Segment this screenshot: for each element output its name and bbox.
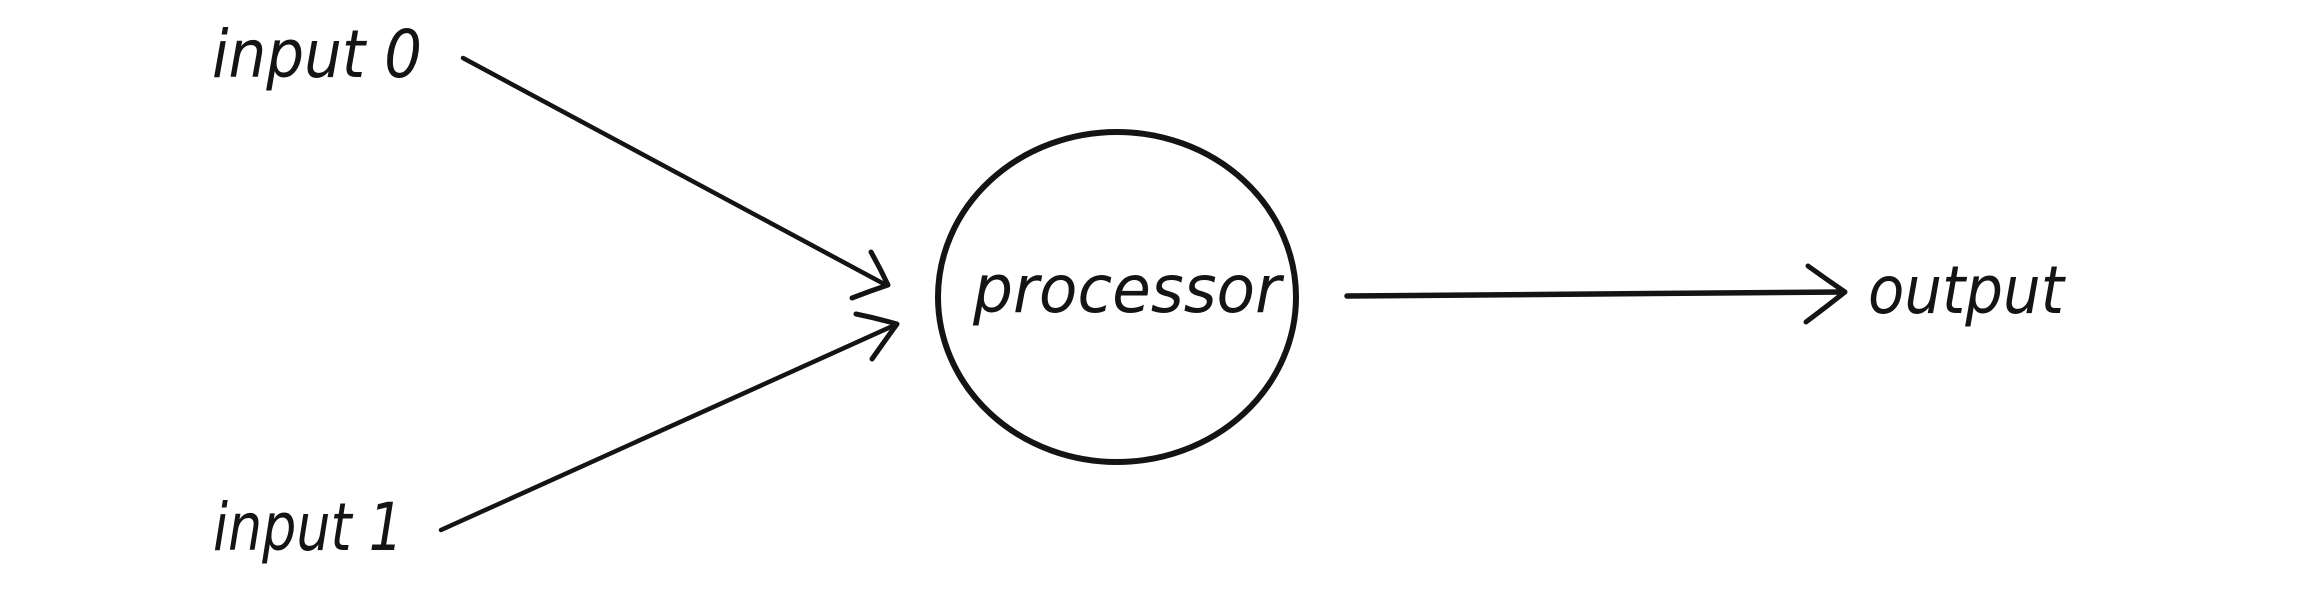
processor-node: processor [935, 129, 1299, 465]
arrow-processor-to-output [1344, 263, 1848, 325]
arrow-shaft [438, 322, 898, 533]
arrowhead-icon [853, 311, 900, 362]
arrowhead-icon [849, 249, 891, 301]
processor-label: processor [972, 251, 1285, 328]
arrowhead-icon [1803, 263, 1848, 325]
arrow-input-0-to-processor [460, 55, 891, 301]
input-1-label: input 1 [213, 489, 403, 566]
arrow-shaft [460, 55, 889, 288]
input-0-label: input 0 [212, 16, 422, 93]
arrow-input-1-to-processor [438, 311, 900, 533]
processor-circle [935, 129, 1299, 465]
arrow-shaft [1344, 289, 1846, 299]
output-label: output [1868, 252, 2066, 329]
